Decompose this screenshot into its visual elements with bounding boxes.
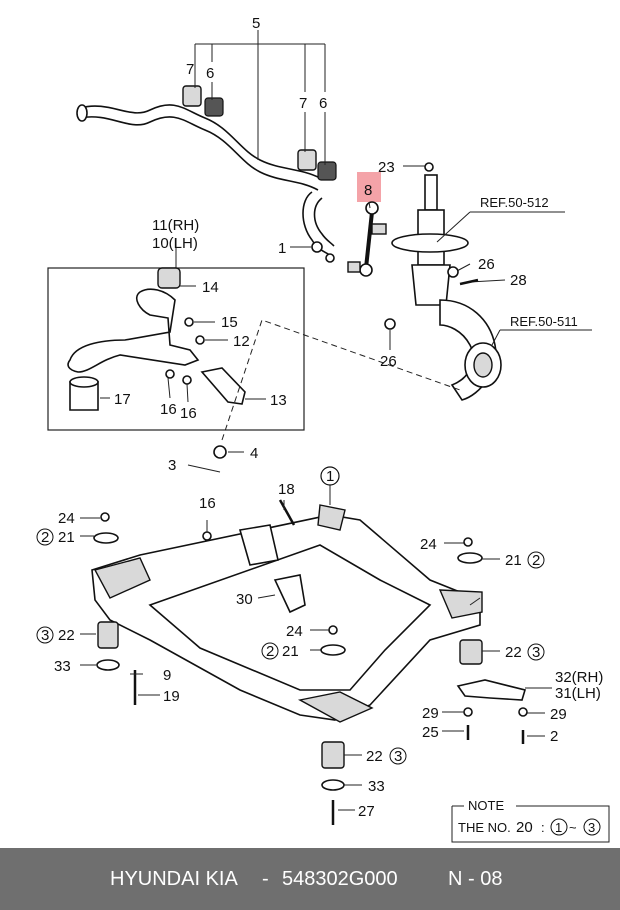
note-title: NOTE xyxy=(468,798,504,813)
circled-1-icon xyxy=(550,818,568,836)
note-box: NOTE THE NO. 20 : 1 ~ 3 xyxy=(451,798,610,843)
label-24: 24 xyxy=(58,510,75,527)
label-17: 17 xyxy=(114,391,131,408)
note-range-end: 3 xyxy=(588,820,595,835)
label-21: 21 xyxy=(282,643,299,660)
leader-lines-top xyxy=(194,30,326,165)
label-6: 6 xyxy=(319,95,327,112)
label-24: 24 xyxy=(420,536,437,553)
label-5: 5 xyxy=(252,15,260,32)
label-19: 19 xyxy=(163,688,180,705)
note-range-start: 1 xyxy=(555,820,562,835)
label-circled-2: 2 xyxy=(41,529,49,546)
label-16: 16 xyxy=(160,401,177,418)
footer-bar: HYUNDAI KIA - 548302G000 N - 08 xyxy=(0,848,620,910)
label-30: 30 xyxy=(236,591,253,608)
label-10-lh: 10(LH) xyxy=(152,235,198,252)
label-8: 8 xyxy=(364,182,372,199)
label-12: 12 xyxy=(233,333,250,350)
ref-50-511: REF.50-511 xyxy=(510,314,578,329)
bushing-group-right xyxy=(297,149,337,181)
label-3: 3 xyxy=(168,457,176,474)
label-27: 27 xyxy=(358,803,375,820)
circled-3-icon xyxy=(583,818,601,836)
leader-lines-subframe xyxy=(80,480,552,811)
label-25: 25 xyxy=(422,724,439,741)
label-15: 15 xyxy=(221,314,238,331)
label-circled-1: 1 xyxy=(326,468,334,485)
label-31-lh: 31(LH) xyxy=(555,685,601,702)
nut-1 xyxy=(311,241,323,253)
label-6: 6 xyxy=(206,65,214,82)
label-circled-3: 3 xyxy=(394,748,402,765)
label-22: 22 xyxy=(505,644,522,661)
circled-2-icon xyxy=(36,528,54,546)
label-32-rh: 32(RH) xyxy=(555,669,603,686)
label-16: 16 xyxy=(199,495,216,512)
bracket-31-32 xyxy=(456,679,528,744)
label-circled-2: 2 xyxy=(532,552,540,569)
label-circled-2: 2 xyxy=(266,643,274,660)
label-16: 16 xyxy=(180,405,197,422)
dashed-connector xyxy=(221,319,461,441)
label-22: 22 xyxy=(366,748,383,765)
note-colon: : xyxy=(541,820,545,835)
footer-page: N - 08 xyxy=(448,868,503,890)
label-circled-3: 3 xyxy=(532,644,540,661)
label-26: 26 xyxy=(380,353,397,370)
circled-2-icon xyxy=(527,551,545,569)
circled-3-icon xyxy=(389,747,407,765)
circled-1-icon xyxy=(320,466,340,486)
label-23: 23 xyxy=(378,159,395,176)
label-33: 33 xyxy=(54,658,71,675)
label-29: 29 xyxy=(550,706,567,723)
label-26: 26 xyxy=(478,256,495,273)
circled-3-icon xyxy=(36,626,54,644)
footer-brand: HYUNDAI KIA xyxy=(110,868,238,890)
label-7: 7 xyxy=(299,95,307,112)
label-11-rh: 11(RH) xyxy=(152,217,199,234)
highlight-box xyxy=(357,172,381,202)
label-22: 22 xyxy=(58,627,75,644)
mount-right-front xyxy=(457,537,483,665)
bushing-group-left xyxy=(182,85,224,117)
label-21: 21 xyxy=(58,529,75,546)
label-29: 29 xyxy=(422,705,439,722)
note-tilde: ~ xyxy=(569,820,577,835)
label-21: 21 xyxy=(505,552,522,569)
stabilizer-bar xyxy=(76,104,335,256)
parts-diagram: 5 7 6 7 6 8 23 1 REF.50-512 REF.50-511 2… xyxy=(36,15,610,843)
label-4: 4 xyxy=(250,445,258,462)
label-18: 18 xyxy=(278,481,295,498)
label-33: 33 xyxy=(368,778,385,795)
stabilizer-link xyxy=(347,201,387,277)
strut-assembly xyxy=(391,162,502,401)
label-13: 13 xyxy=(270,392,287,409)
ref-50-512: REF.50-512 xyxy=(480,195,549,210)
ball-joint-bracket xyxy=(200,367,246,405)
circled-2-icon xyxy=(261,642,279,660)
footer-separator: - xyxy=(262,868,269,890)
mount-left-front xyxy=(93,532,137,705)
label-24: 24 xyxy=(286,623,303,640)
label-1: 1 xyxy=(278,240,286,257)
label-28: 28 xyxy=(510,272,527,289)
label-2: 2 xyxy=(550,728,558,745)
footer-part-number: 548302G000 xyxy=(282,868,398,890)
note-number: 20 xyxy=(516,819,533,836)
note-prefix: THE NO. xyxy=(458,820,511,835)
circled-3-icon xyxy=(527,643,545,661)
label-circled-3: 3 xyxy=(41,627,49,644)
lower-control-arm xyxy=(67,267,200,411)
subframe xyxy=(91,504,483,723)
label-7: 7 xyxy=(186,61,194,78)
label-14: 14 xyxy=(202,279,219,296)
label-9: 9 xyxy=(163,667,171,684)
